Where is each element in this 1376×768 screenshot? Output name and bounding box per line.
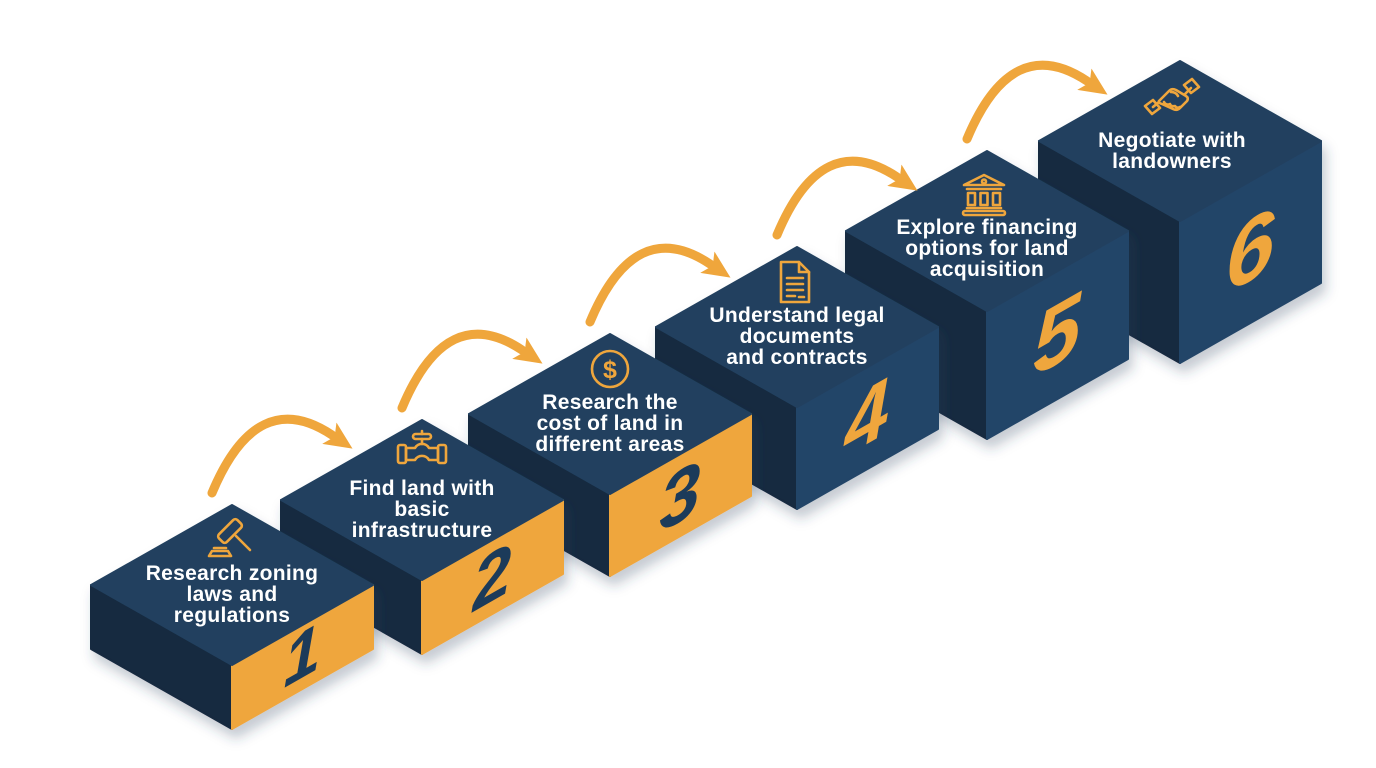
step-label-line: and contracts bbox=[726, 346, 868, 369]
step-block-1: 1 Research zoning laws and regulations bbox=[90, 504, 374, 730]
water-pipe-icon bbox=[396, 429, 448, 465]
document-icon bbox=[779, 260, 811, 304]
gavel-icon bbox=[207, 517, 252, 558]
block-top-face bbox=[655, 246, 939, 408]
bank-icon bbox=[961, 173, 1007, 217]
block-top-face bbox=[845, 150, 1129, 312]
arrow-step3-to-step4 bbox=[585, 243, 731, 327]
arrow-step5-to-step6 bbox=[962, 60, 1108, 144]
step-label-line: laws and bbox=[186, 583, 277, 606]
arrow-step4-to-step5 bbox=[772, 156, 918, 240]
step-label-line: regulations bbox=[174, 604, 290, 627]
dollar-glyph: $ bbox=[603, 356, 617, 384]
step-label-line: Negotiate with bbox=[1098, 129, 1246, 152]
block-top-face bbox=[280, 419, 564, 581]
step-label-line: options for land bbox=[905, 237, 1068, 260]
step-label-line: Understand legal bbox=[709, 304, 884, 327]
step-label-line: documents bbox=[740, 325, 855, 348]
arrow-step2-to-step3 bbox=[397, 329, 543, 413]
step-label-line: different areas bbox=[535, 433, 684, 456]
step-label-line: cost of land in bbox=[537, 412, 684, 435]
step-label-line: infrastructure bbox=[352, 519, 493, 542]
step-label-line: Research zoning bbox=[146, 562, 319, 585]
step-label-line: basic bbox=[394, 498, 449, 521]
step-label-line: acquisition bbox=[930, 258, 1044, 281]
step-label-line: Find land with bbox=[349, 477, 494, 500]
handshake-icon bbox=[1143, 77, 1201, 116]
block-top-face bbox=[468, 333, 752, 495]
block-top-face bbox=[90, 504, 374, 666]
arrow-step1-to-step2 bbox=[207, 414, 353, 498]
step-label-line: Explore financing bbox=[896, 216, 1077, 239]
step-label-line: Research the bbox=[542, 391, 678, 414]
step-label-line: landowners bbox=[1112, 150, 1232, 173]
dollar-coin-icon: $ bbox=[590, 349, 630, 389]
block-top-face bbox=[1038, 60, 1322, 222]
